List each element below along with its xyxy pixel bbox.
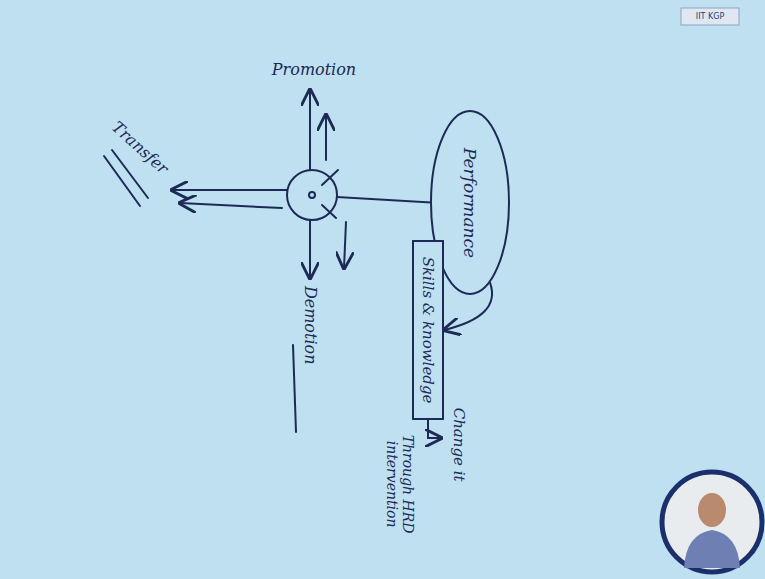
promotion-arrow-2 xyxy=(325,115,327,160)
demotion-arrow-2 xyxy=(344,222,346,268)
promotion-label: Promotion xyxy=(272,61,356,79)
transfer-arrow-2 xyxy=(180,203,282,208)
demotion-label: Demotion xyxy=(301,286,319,365)
hrd-label: Through HRD intervention xyxy=(384,429,416,539)
node-text: Skills & knowledge xyxy=(419,257,437,404)
transfer-arrow xyxy=(172,189,287,191)
demotion-underline xyxy=(293,345,296,432)
curved-connector xyxy=(444,283,492,330)
tick-marks xyxy=(322,170,338,218)
transfer-label: Transfer xyxy=(108,118,172,178)
logo-text: IIT KGP xyxy=(696,12,724,21)
change-arrow xyxy=(428,420,441,438)
performance-link xyxy=(337,197,431,203)
presenter-thumbnail xyxy=(662,472,762,572)
change-label: Change it xyxy=(449,408,466,482)
center-circle xyxy=(287,170,337,220)
skills-box: Skills & knowledge xyxy=(412,240,444,420)
promotion-arrow xyxy=(309,90,311,170)
node-text: Performance xyxy=(460,147,480,257)
demotion-arrow xyxy=(309,220,311,278)
logo-box xyxy=(681,8,739,25)
center-dot xyxy=(309,192,315,198)
